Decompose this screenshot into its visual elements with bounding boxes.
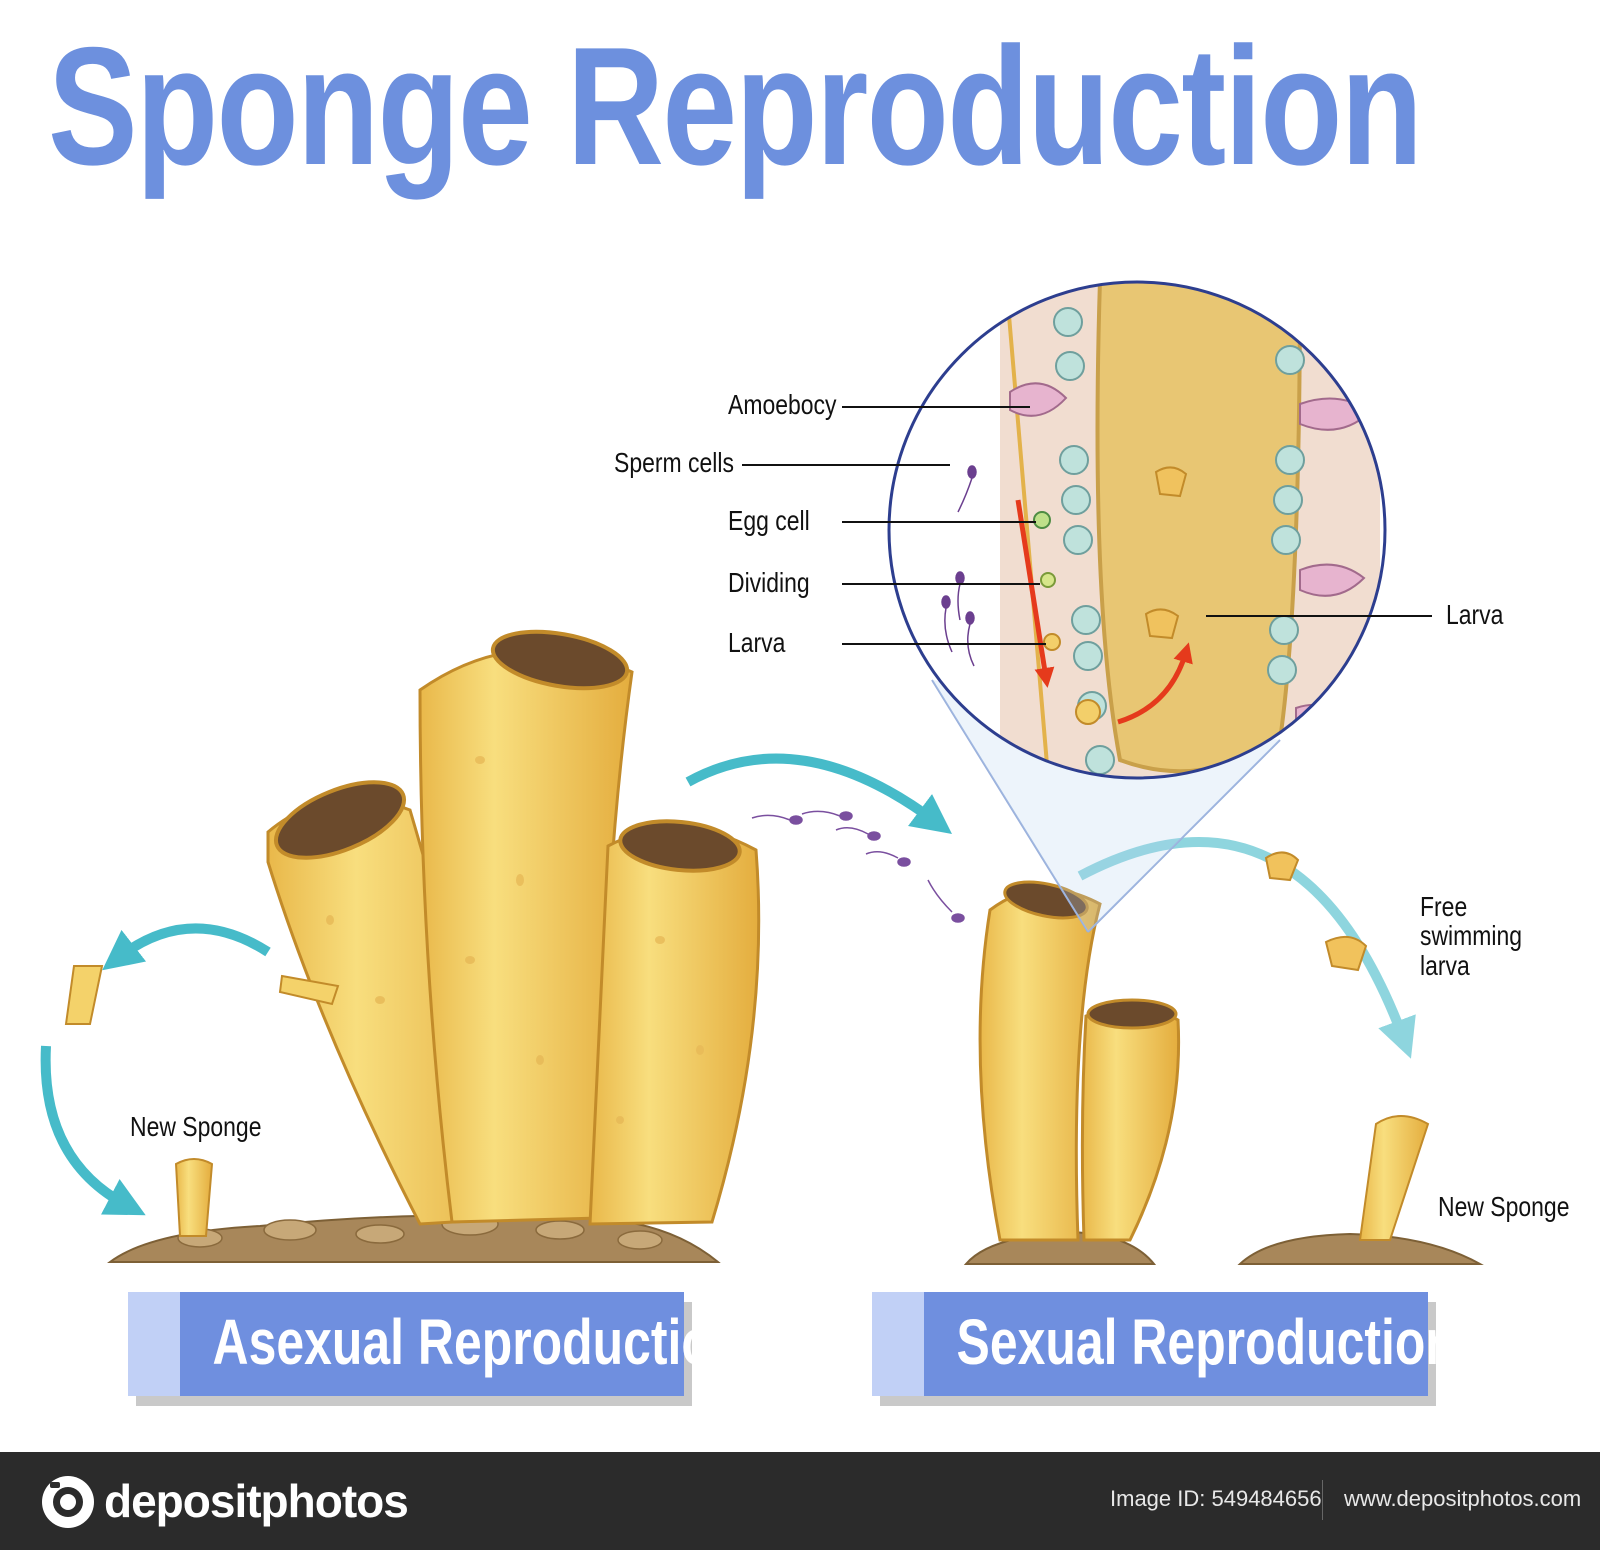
label-sperm-cells: Sperm cells: [614, 447, 734, 478]
label-new-sponge-left: New Sponge: [130, 1111, 262, 1142]
osculum: [490, 629, 630, 691]
osculum: [273, 780, 407, 860]
watermark-footer: depositphotos Image ID: 549484656 www.de…: [0, 1452, 1600, 1550]
new-sponge-left: [174, 1158, 214, 1237]
sponge-tube-right: [588, 826, 761, 1226]
banner-tab: [872, 1292, 924, 1396]
sponge-colony-large: [106, 629, 761, 1263]
label-larva-left: Larva: [728, 627, 786, 658]
label-dividing: Dividing: [728, 567, 810, 598]
free-larva-2: [1324, 935, 1368, 972]
label-egg-cell: Egg cell: [728, 505, 810, 536]
footer-divider: [1322, 1480, 1323, 1520]
red-arrow-down: [1015, 499, 1055, 688]
asexual-banner: Asexual Reproduction: [128, 1292, 743, 1396]
asexual-cycle-arrow-top: [102, 923, 271, 971]
sperm-cells-swimming: [751, 810, 965, 923]
osculum: [618, 819, 742, 873]
label-free-swimming-line: larva: [1420, 949, 1470, 981]
bud: [278, 974, 340, 1006]
asexual-banner-label: Asexual Reproduction: [212, 1306, 743, 1378]
osculum: [1003, 880, 1089, 920]
camera-logo-icon: [42, 1476, 94, 1528]
sperm-release-arrow: [685, 753, 953, 834]
asexual-cycle-arrow-left: [40, 1045, 146, 1216]
detached-bud: [64, 965, 104, 1025]
free-larva-1: [1264, 851, 1300, 882]
label-amoebocyte: Amoebocy: [728, 389, 837, 420]
banner-tab: [128, 1292, 180, 1396]
label-free-swimming-line: Free: [1420, 891, 1468, 922]
sponge-reproduction-diagram: [40, 280, 1484, 1265]
site-url: www.depositphotos.com: [1344, 1486, 1582, 1511]
leader-lines: [742, 406, 1432, 645]
osculum: [1086, 998, 1178, 1030]
label-larva-right: Larva: [1446, 599, 1504, 630]
sexual-banner-label: Sexual Reproduction: [956, 1306, 1456, 1378]
red-arrow-up: [1117, 642, 1193, 725]
ground-mound-right: [1237, 1232, 1484, 1265]
new-sponge-right: [1358, 1115, 1430, 1241]
page-title: Sponge Reproduction: [48, 12, 1423, 200]
image-id: Image ID: 549484656: [1110, 1486, 1322, 1511]
label-free-swimming-line: swimming: [1420, 920, 1523, 952]
label-free-swimming-larva: Free swimming larva: [1420, 891, 1523, 981]
egg-cell-icon: [1033, 511, 1051, 529]
label-new-sponge-right: New Sponge: [1438, 1191, 1570, 1222]
brand-name: depositphotos: [104, 1475, 409, 1527]
sponge-colony-small: [963, 880, 1181, 1265]
sexual-banner: Sexual Reproduction: [872, 1292, 1456, 1396]
